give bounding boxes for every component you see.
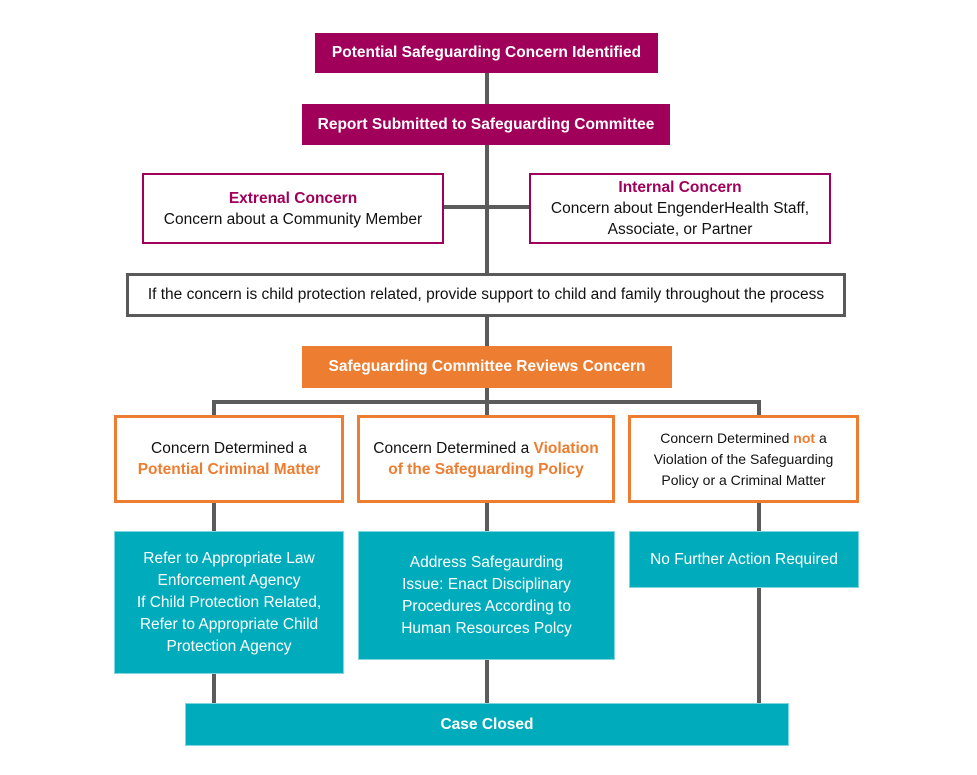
connector-external-internal bbox=[443, 205, 529, 209]
internal-concern-line2: Associate, or Partner bbox=[607, 221, 753, 238]
action-no-further-label: No Further Action Required bbox=[650, 551, 838, 568]
child-support-box: If the concern is child protection relat… bbox=[126, 273, 846, 317]
outcome-violation-line1: Concern Determined a Violation bbox=[373, 438, 598, 459]
child-support-text: If the concern is child protection relat… bbox=[147, 286, 825, 303]
outcome-criminal-pre: Concern Determined a bbox=[151, 440, 307, 457]
internal-concern-line1: Concern about EngenderHealth Staff, bbox=[550, 200, 810, 217]
action-law-line: Enforcement Agency bbox=[157, 571, 301, 589]
outcome-violation-highlight1: Violation bbox=[533, 440, 599, 457]
action-law-line: If Child Protection Related, bbox=[136, 593, 322, 611]
action-law-line: Refer to Appropriate Law bbox=[143, 549, 315, 567]
outcome-no-violation-box: Concern Determined not a Violation of th… bbox=[628, 415, 859, 503]
external-concern-title: Extrenal Concern bbox=[228, 189, 358, 207]
outcome-criminal-box: Concern Determined a Potential Criminal … bbox=[114, 415, 344, 503]
committee-review-box: Safeguarding Committee Reviews Concern bbox=[302, 346, 672, 388]
action-no-further-box: No Further Action Required bbox=[629, 531, 859, 588]
outcome-violation-box: Concern Determined a Violation of the Sa… bbox=[357, 415, 615, 503]
action-disciplinary-line: Issue: Enact Disciplinary bbox=[402, 575, 571, 593]
report-submitted-label: Report Submitted to Safeguarding Committ… bbox=[317, 115, 655, 133]
committee-review-label: Safeguarding Committee Reviews Concern bbox=[328, 358, 646, 375]
internal-concern-title: Internal Concern bbox=[618, 179, 742, 196]
action-law-line: Refer to Appropriate Child bbox=[139, 615, 319, 633]
outcome-no-violation-pre: Concern Determined bbox=[660, 429, 794, 446]
concern-identified-label: Potential Safeguarding Concern Identifie… bbox=[331, 44, 642, 61]
outcome-violation-pre: Concern Determined a bbox=[373, 440, 534, 457]
action-law-enforcement-box: Refer to Appropriate Law Enforcement Age… bbox=[114, 531, 344, 674]
outcome-no-violation-highlight: not bbox=[793, 429, 816, 446]
external-concern-text: Concern about a Community Member bbox=[163, 210, 423, 228]
action-disciplinary-line: Address Safegaurding bbox=[409, 553, 564, 571]
outcome-no-violation-line3: Policy or a Criminal Matter bbox=[661, 471, 826, 488]
action-disciplinary-line: Human Resources Polcy bbox=[401, 619, 572, 637]
concern-identified-box: Potential Safeguarding Concern Identifie… bbox=[315, 33, 658, 73]
outcome-violation-highlight2: of the Safeguarding Policy bbox=[388, 461, 584, 478]
outcome-criminal-highlight: Potential Criminal Matter bbox=[137, 461, 321, 478]
case-closed-box: Case Closed bbox=[185, 703, 789, 746]
outcome-no-violation-post: a bbox=[815, 429, 827, 446]
outcome-no-violation-line1: Concern Determined not a bbox=[660, 428, 827, 449]
action-disciplinary-line: Procedures According to bbox=[402, 597, 571, 615]
report-submitted-box: Report Submitted to Safeguarding Committ… bbox=[302, 104, 670, 145]
outcome-no-violation-line2: Violation of the Safeguarding bbox=[653, 450, 834, 467]
action-law-line: Protection Agency bbox=[166, 637, 292, 655]
connector-bracket-horizontal bbox=[212, 400, 761, 404]
case-closed-label: Case Closed bbox=[440, 715, 534, 733]
action-disciplinary-box: Address Safegaurding Issue: Enact Discip… bbox=[358, 531, 615, 660]
external-concern-box: Extrenal Concern Concern about a Communi… bbox=[142, 173, 444, 244]
internal-concern-box: Internal Concern Concern about EngenderH… bbox=[529, 173, 831, 244]
